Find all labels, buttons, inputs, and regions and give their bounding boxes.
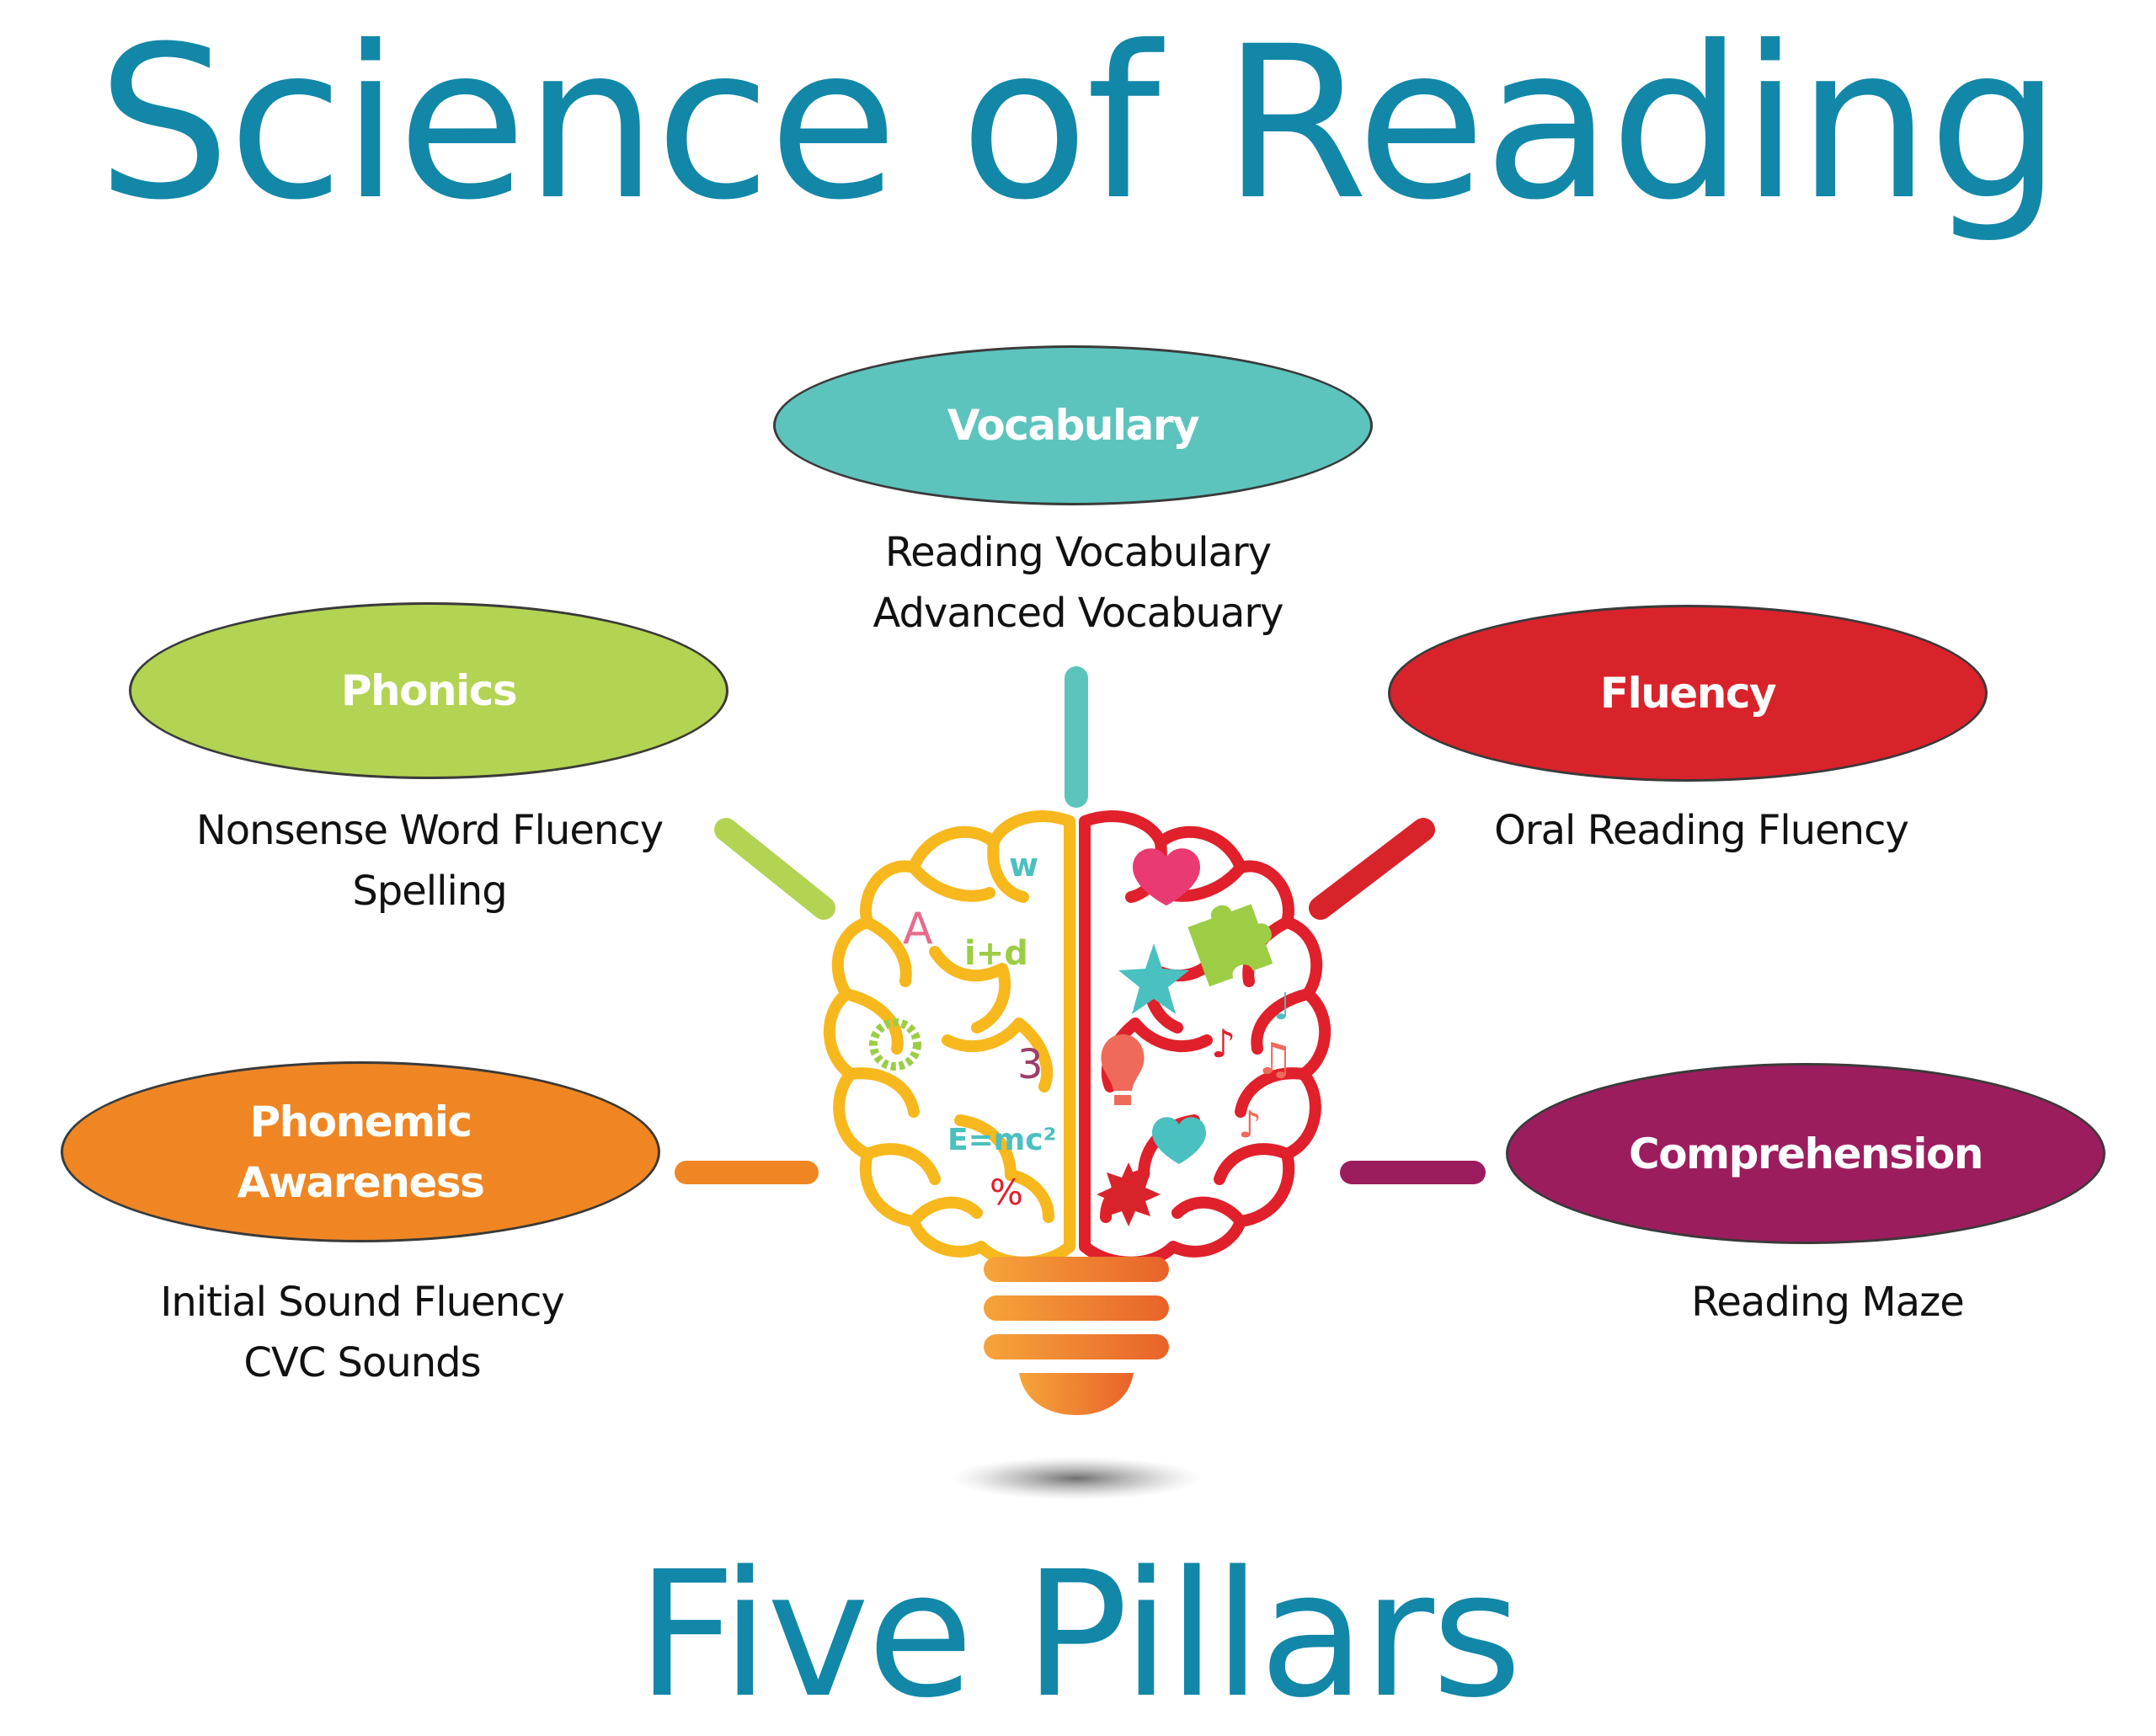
letter-w-symbol: w <box>1009 847 1038 884</box>
spoke-phonics <box>714 818 835 920</box>
pillar-fluency: Fluency <box>1388 605 1988 782</box>
main-title: Science of Reading <box>97 1 2062 246</box>
phonemic-awareness-details: Initial Sound Fluency CVC Sounds <box>17 1272 707 1393</box>
starfish-icon <box>1118 943 1189 1014</box>
music-note-icon: ♩ <box>1273 986 1291 1028</box>
equation-symbol: i+d <box>964 934 1028 973</box>
vocabulary-detail: Advanced Vocabuary <box>873 590 1283 637</box>
connector-spokes <box>675 666 1486 1184</box>
percent-symbol: % <box>990 1172 1023 1213</box>
footer-title: Five Pillars <box>636 1534 1523 1736</box>
bulb-shadow <box>950 1456 1203 1500</box>
pillar-phonemic-awareness: Phonemic Awareness <box>61 1061 660 1242</box>
lightbulb-icon <box>1101 1034 1145 1105</box>
pillar-fluency-label: Fluency <box>1599 669 1777 718</box>
spoke-fluency <box>1309 818 1435 920</box>
pillar-vocabulary: Vocabulary <box>773 345 1373 505</box>
comprehension-details: Reading Maze <box>1482 1272 2156 1333</box>
pillar-phonics-label: Phonics <box>340 666 518 715</box>
right-brain-symbols: ♩ ♪ ♫ ♪ <box>1097 848 1294 1226</box>
phonemic-awareness-detail: Initial Sound Fluency <box>160 1279 565 1326</box>
phonics-detail: Nonsense Word Fluency <box>195 807 664 854</box>
pillar-comprehension: Comprehension <box>1506 1063 2105 1244</box>
heart-icon <box>1133 848 1200 905</box>
pillar-vocabulary-label: Vocabulary <box>947 401 1200 450</box>
phonics-details: Nonsense Word Fluency Spelling <box>84 800 775 921</box>
lightbulb-base <box>984 1257 1169 1415</box>
left-brain-symbols: w A i+d 3 E=mc² % <box>869 847 1056 1213</box>
pillar-phonics: Phonics <box>129 602 728 779</box>
vocabulary-detail: Reading Vocabulary <box>884 529 1272 576</box>
pillar-phonemic-label-line2: Awareness <box>237 1157 485 1207</box>
pillar-comprehension-label: Comprehension <box>1629 1129 1983 1178</box>
phonemic-awareness-detail: CVC Sounds <box>243 1339 481 1386</box>
fluency-details: Oral Reading Fluency <box>1356 800 2047 861</box>
brain-left-hemisphere <box>824 810 1075 1269</box>
music-note-icon: ♪ <box>1238 1103 1262 1146</box>
comprehension-detail: Reading Maze <box>1691 1279 1965 1326</box>
heart-icon <box>1152 1117 1206 1164</box>
ring-symbol <box>869 1018 921 1071</box>
vocabulary-details: Reading Vocabulary Advanced Vocabuary <box>733 522 1423 644</box>
puzzle-icon <box>1187 904 1273 987</box>
music-notes-icon: ♫ <box>1255 1034 1294 1085</box>
music-notes-icon: ♪ <box>1211 1021 1235 1066</box>
pillar-phonemic-label-line1: Phonemic <box>249 1097 472 1146</box>
number-three-symbol: 3 <box>1017 1041 1043 1088</box>
phonics-detail: Spelling <box>352 868 507 915</box>
splat-icon <box>1097 1162 1161 1226</box>
letter-a-symbol: A <box>903 904 933 954</box>
formula-symbol: E=mc² <box>947 1123 1056 1157</box>
fluency-detail: Oral Reading Fluency <box>1494 807 1909 854</box>
